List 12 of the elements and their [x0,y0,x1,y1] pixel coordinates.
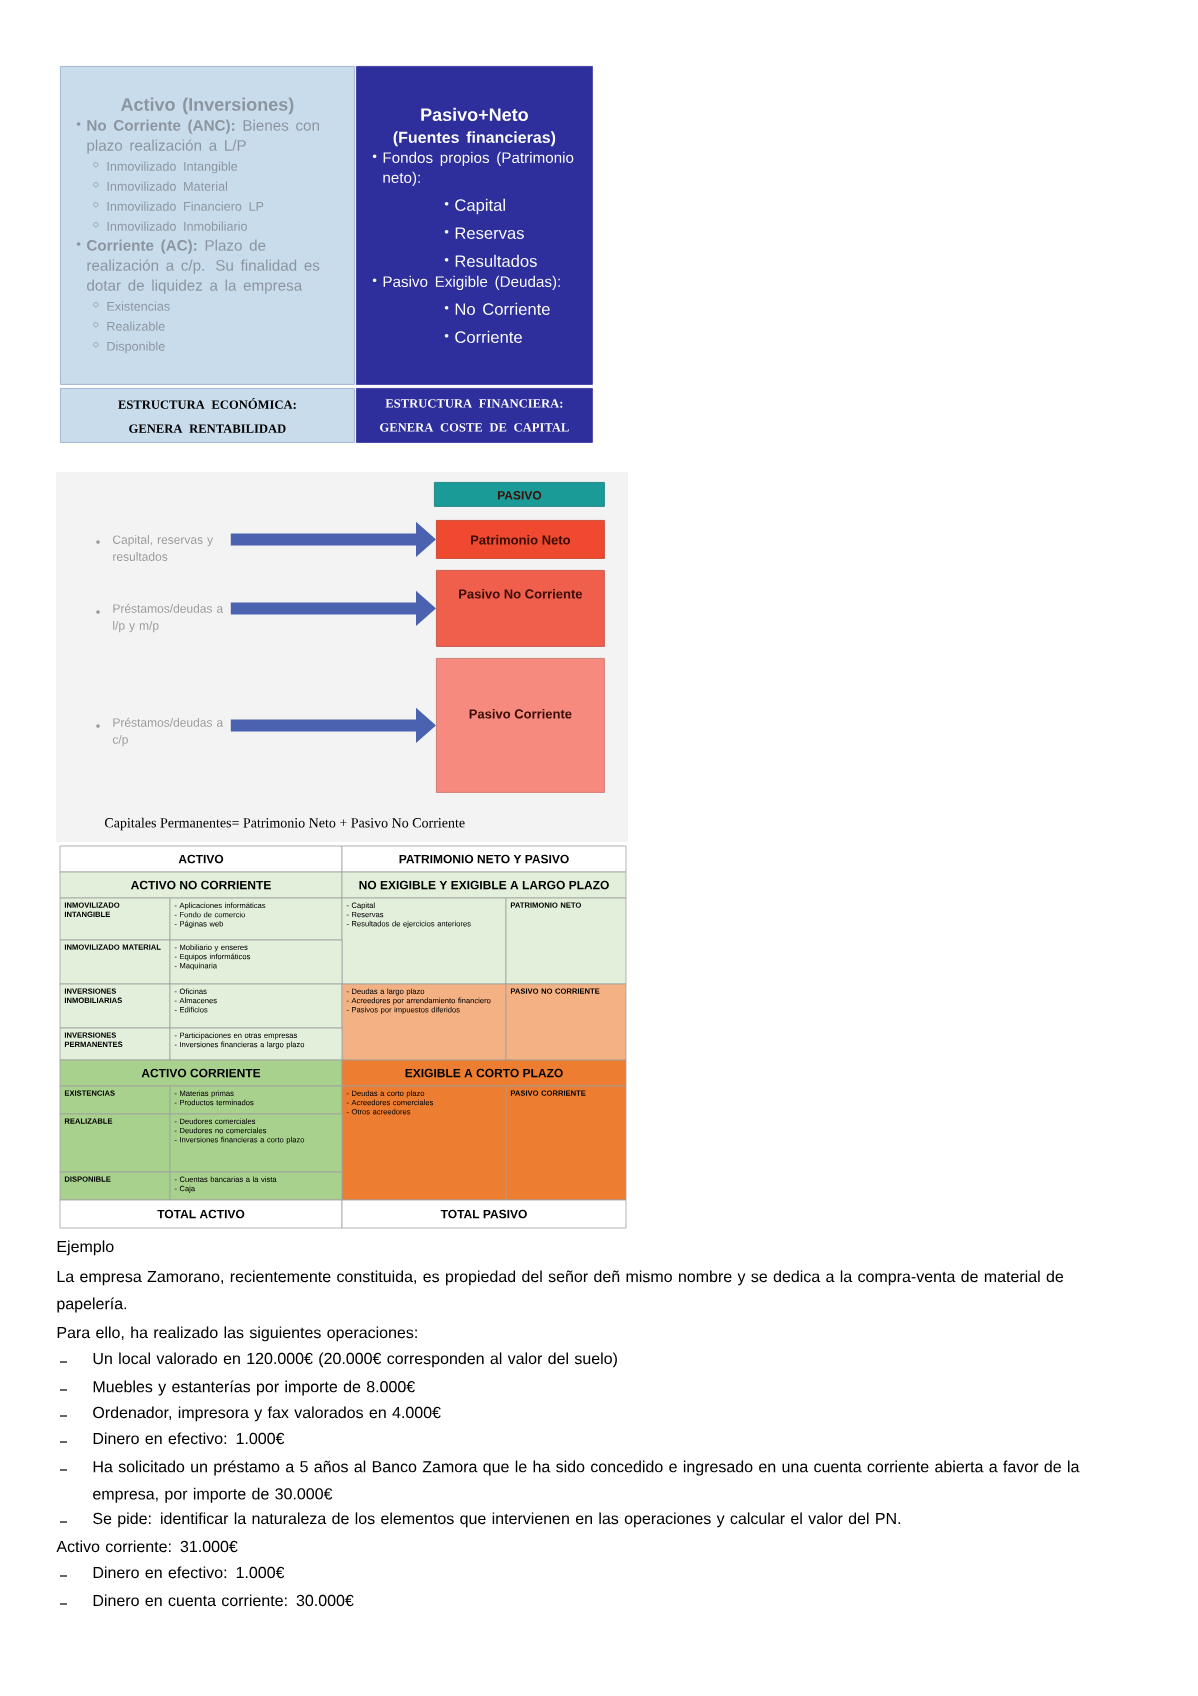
paragraph: Ha solicitado un préstamo a 5 años al Banco Zamora que le ha sido concedido e ingresado en una cuenta corriente abierta a favor de la empresa, por importe de 30.000€ [93,1460,1080,1503]
paragraph: Activo corriente: 31.000€ [56,1540,238,1553]
paragraph: Un local valorado en 120.000€ (20.000€ corresponden al valor del suelo) [93,1352,617,1368]
paragraph: La empresa Zamorano, recientemente constituida, es propiedad del señor deñ mismo nombre y se dedica a la compra-venta de material de papelería. [57,1270,1064,1313]
paragraph: Dinero en cuenta corriente: 30.000€ [93,1594,354,1607]
paragraph: Dinero en efectivo: 1.000€ [93,1566,285,1579]
paragraph: Ejemplo [57,1240,114,1256]
paragraph: Para ello, ha realizado las siguientes operaciones: [57,1326,417,1342]
paragraph: Ordenador, impresora y fax valorados en 4.000€ [93,1406,441,1422]
paragraph: Dinero en efectivo: 1.000€ [93,1432,285,1445]
paragraph: Muebles y estanterías por importe de 8.000€ [93,1380,415,1396]
paragraph: Se pide: identificar la naturaleza de los elementos que intervienen en las operaciones y calcular el valor del PN. [93,1512,901,1528]
